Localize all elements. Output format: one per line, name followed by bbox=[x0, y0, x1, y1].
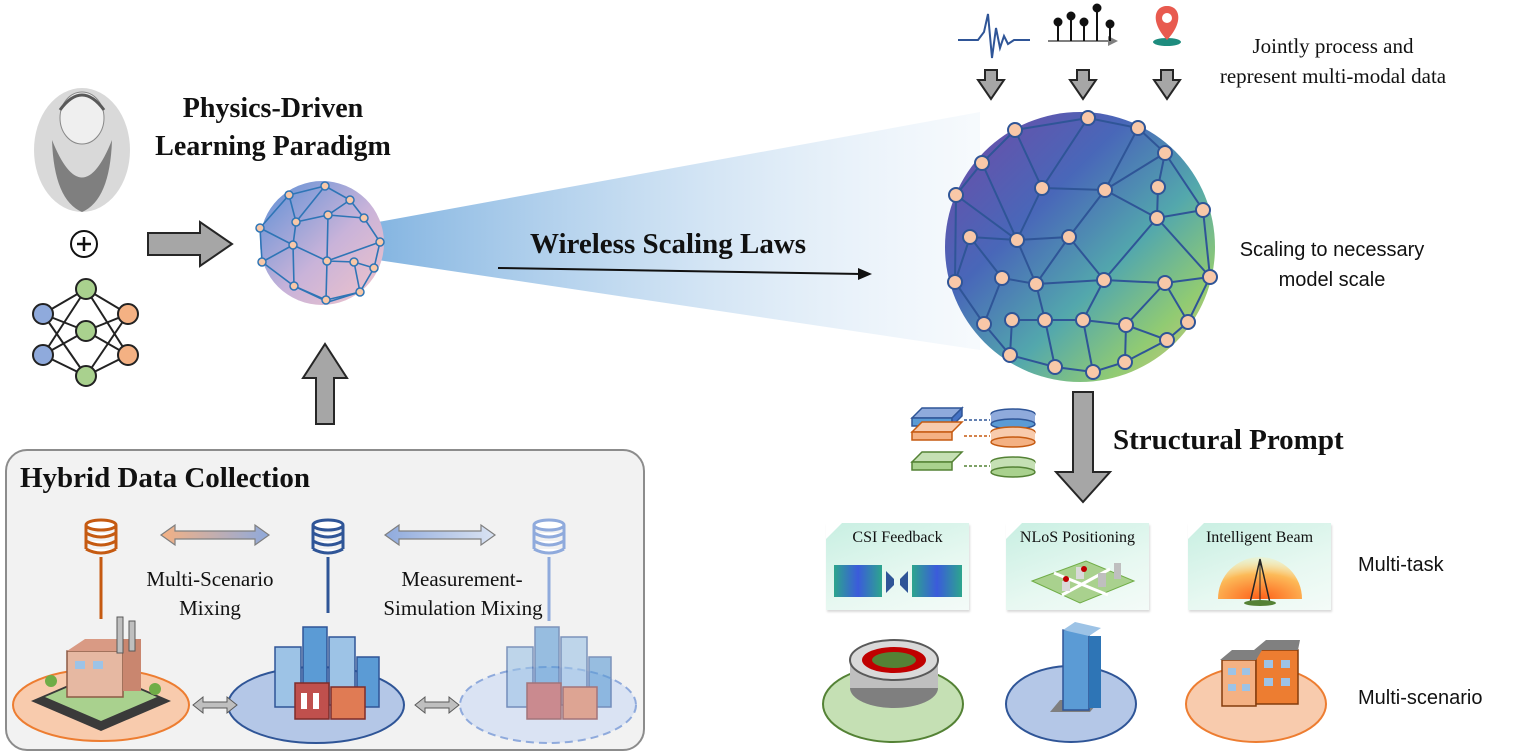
measure-sim-mix-arrow bbox=[383, 523, 497, 547]
prompt-down-arrow bbox=[1053, 391, 1113, 504]
hybrid-title: Hybrid Data Collection bbox=[20, 462, 310, 494]
small-model-sphere bbox=[255, 181, 385, 305]
paradigm-title-line2: Learning Paradigm bbox=[155, 131, 391, 162]
scaling-arrow-line bbox=[497, 267, 863, 275]
task-label-nlos: NLoS Positioning bbox=[1019, 529, 1136, 546]
plus-icon bbox=[70, 230, 98, 258]
prompt-layers-icon bbox=[910, 406, 1036, 478]
scaling-line1: Scaling to necessary bbox=[1239, 239, 1425, 261]
scaling-arrow-head bbox=[858, 268, 872, 280]
up-arrow bbox=[301, 342, 349, 425]
location-pin-icon bbox=[1153, 6, 1181, 46]
database-orange-icon bbox=[84, 518, 118, 619]
hybrid-graphics bbox=[12, 518, 637, 744]
scaling-beam bbox=[378, 112, 980, 350]
mix2-line2: Simulation Mixing bbox=[383, 596, 543, 620]
bottom-arrow-right bbox=[414, 695, 460, 715]
task-label-beam: Intelligent Beam bbox=[1205, 529, 1314, 546]
sampled-signal-icon bbox=[1048, 3, 1118, 46]
beam-tower-icon bbox=[1218, 557, 1302, 606]
task-card-beam: Intelligent Beam bbox=[1188, 523, 1331, 610]
down-arrow-3 bbox=[1152, 69, 1182, 101]
multi-task-label: Multi-task bbox=[1358, 554, 1444, 576]
mix2-line1: Measurement- bbox=[401, 567, 523, 591]
paradigm-title-line1: Physics-Driven bbox=[182, 93, 364, 124]
csi-heatmap-icon bbox=[834, 565, 962, 597]
apartment-icon bbox=[1220, 640, 1300, 707]
simulated-city-icon bbox=[506, 626, 612, 720]
multimodal-line2: represent multi-modal data bbox=[1219, 64, 1447, 88]
mix1-line2: Mixing bbox=[179, 596, 241, 620]
multi-scenario-label: Multi-scenario bbox=[1358, 687, 1483, 709]
task-card-nlos: NLoS Positioning bbox=[1006, 523, 1149, 610]
bottom-arrow-left bbox=[192, 695, 238, 715]
large-model-sphere bbox=[945, 110, 1218, 382]
city-buildings-icon bbox=[274, 626, 380, 720]
structural-prompt-label: Structural Prompt bbox=[1113, 424, 1344, 456]
scenario-mix-arrow bbox=[159, 523, 271, 547]
down-arrow-1 bbox=[976, 69, 1006, 101]
city-map-icon bbox=[1030, 560, 1136, 604]
scaling-laws-label: Wireless Scaling Laws bbox=[530, 228, 807, 260]
mix1-line1: Multi-Scenario bbox=[146, 567, 274, 591]
stadium-icon bbox=[849, 639, 939, 708]
card-fold bbox=[826, 523, 842, 539]
multimodal-line1: Jointly process and bbox=[1252, 34, 1414, 58]
database-blue-icon bbox=[311, 518, 345, 613]
skyscraper-icon bbox=[1050, 622, 1101, 712]
card-fold bbox=[1006, 523, 1022, 539]
database-light-icon bbox=[532, 518, 566, 621]
factory-icon bbox=[31, 616, 171, 731]
portrait-icon bbox=[34, 88, 130, 212]
down-arrow-2 bbox=[1068, 69, 1098, 101]
task-label-csi: CSI Feedback bbox=[852, 529, 943, 546]
scaling-line2: model scale bbox=[1278, 269, 1386, 291]
waveform-icon bbox=[958, 13, 1030, 59]
merge-arrow bbox=[147, 220, 234, 268]
task-card-csi: CSI Feedback bbox=[826, 523, 969, 610]
neural-network-icon bbox=[32, 278, 139, 387]
card-fold bbox=[1188, 523, 1204, 539]
